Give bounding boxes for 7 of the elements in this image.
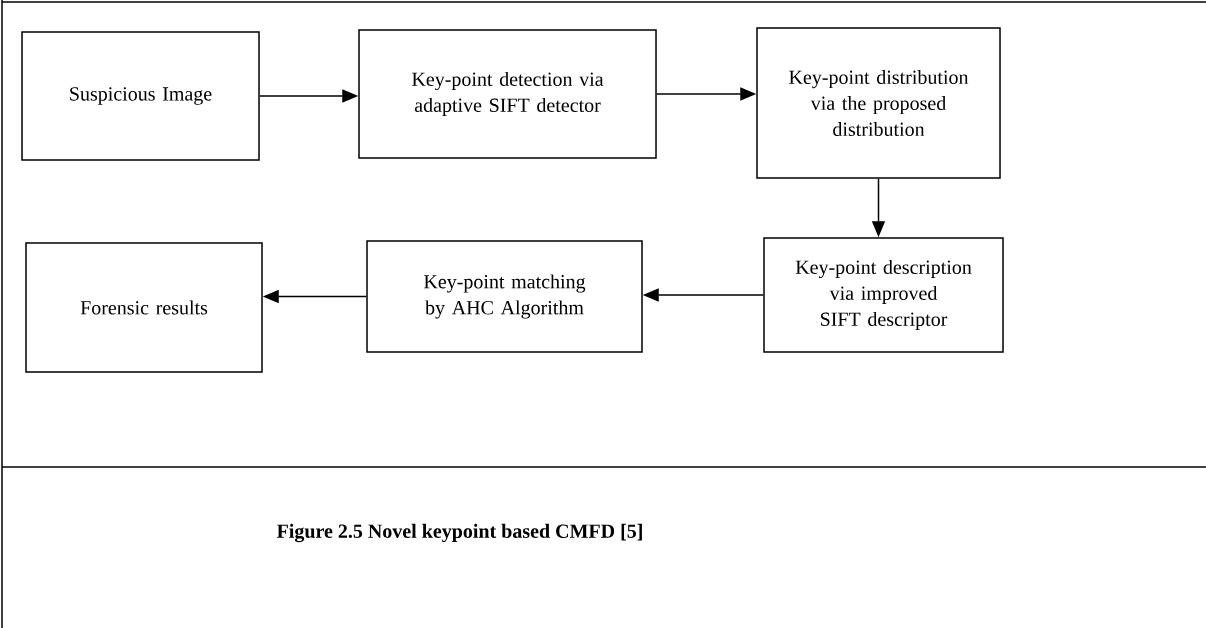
caption: Figure 2.5 Novel keypoint based CMFD [5] [276,523,642,543]
process-box: Key-point description via improved SIFT descriptor [763,237,1004,353]
process-box: Key-point distribution via the proposed distribution [756,27,1001,179]
process-box: Key-point matching by AHC Algorithm [366,240,643,353]
process-box: Forensic results [25,242,263,373]
process-box: Key-point detection via adaptive SIFT detector [358,29,657,159]
process-box: Suspicious Image [21,31,260,161]
